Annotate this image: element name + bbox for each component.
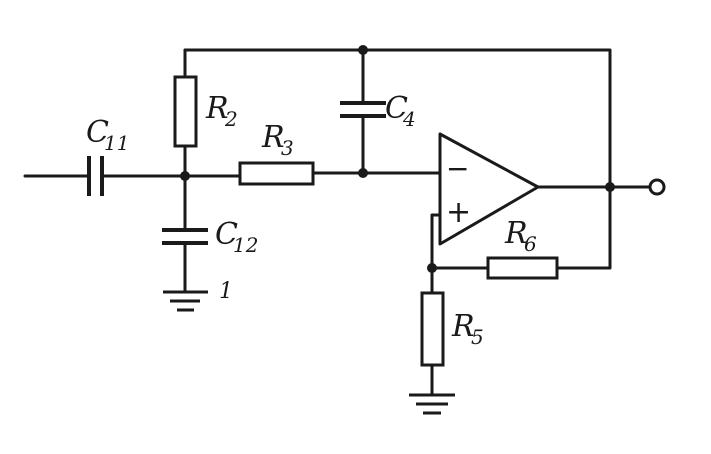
op-amp: − + <box>438 132 540 246</box>
top-rail-wire <box>183 48 612 189</box>
label-r6-sub: 6 <box>524 232 537 256</box>
resistor-r6 <box>486 256 559 280</box>
label-r3-letter: R <box>261 120 285 155</box>
junction-output <box>605 182 615 192</box>
label-c11-letter: C <box>86 115 109 150</box>
label-c4-sub: 4 <box>402 107 416 131</box>
label-r2-letter: R <box>205 91 229 126</box>
junction-dots <box>180 45 615 273</box>
capacitor-c11 <box>87 156 104 196</box>
ground-symbol-right <box>409 393 455 415</box>
label-c4-letter: C <box>385 91 408 126</box>
label-r3: R 3 <box>261 120 294 160</box>
label-c12: C 12 <box>215 217 258 257</box>
ground-mark-label: 1 <box>219 279 233 304</box>
op-amp-minus-sign: − <box>446 152 469 185</box>
junction-plus-node <box>427 263 437 273</box>
r6-right-wire <box>555 185 612 270</box>
label-r5: R 5 <box>451 309 484 349</box>
resistor-r3 <box>238 161 315 186</box>
op-amp-plus-sign: + <box>446 195 471 230</box>
ground-symbol-left <box>163 290 208 312</box>
resistor-r2 <box>173 75 198 148</box>
plus-input-wire <box>430 213 442 270</box>
label-c11-sub: 11 <box>104 131 129 155</box>
wires <box>23 48 652 395</box>
label-r5-letter: R <box>451 309 475 344</box>
op-amp-triangle <box>438 132 540 246</box>
resistor-r5 <box>420 291 445 367</box>
label-r2: R 2 <box>205 91 238 131</box>
capacitor-c4 <box>340 101 386 118</box>
label-r6: R 6 <box>504 216 537 256</box>
label-c4: C 4 <box>385 91 416 131</box>
label-c11: C 11 <box>86 115 129 155</box>
capacitor-c12 <box>162 228 208 245</box>
output-terminal <box>648 178 666 196</box>
label-r6-letter: R <box>504 216 528 251</box>
label-r3-sub: 3 <box>281 136 294 160</box>
label-r2-sub: 2 <box>224 107 238 131</box>
label-c12-sub: 12 <box>233 233 258 257</box>
label-c12-letter: C <box>215 217 238 252</box>
label-r5-sub: 5 <box>471 325 484 349</box>
junction-node-b <box>358 168 368 178</box>
junction-top-c4 <box>358 45 368 55</box>
junction-node-a <box>180 171 190 181</box>
